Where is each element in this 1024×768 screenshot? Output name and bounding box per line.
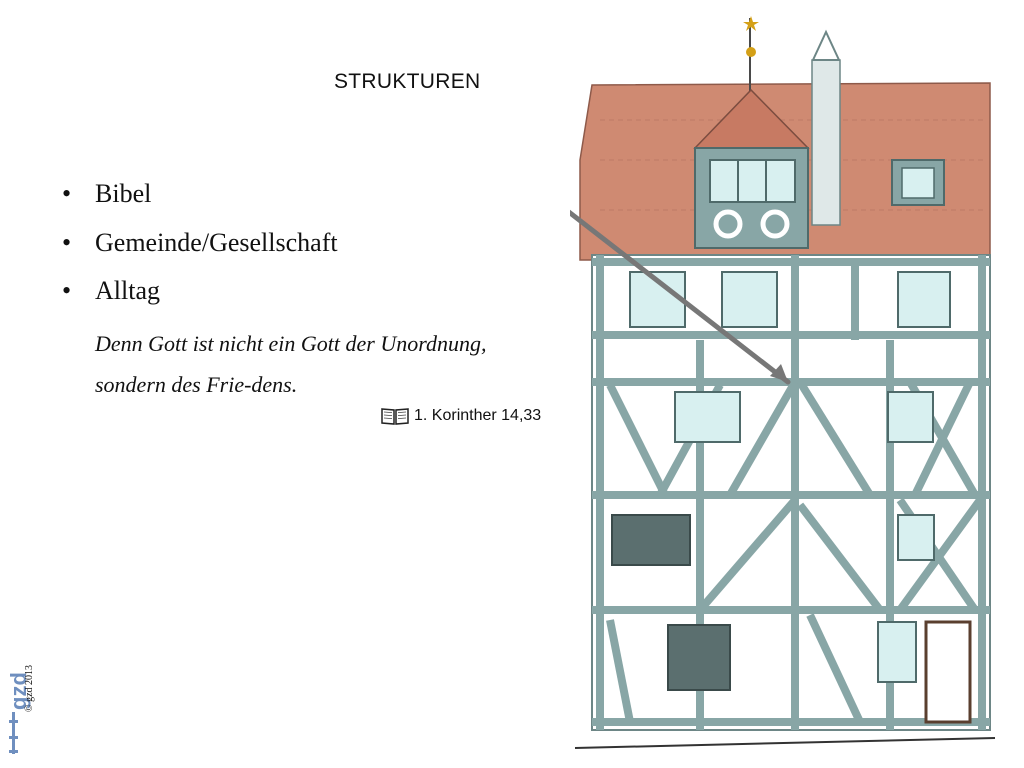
quote-line-2: sondern des Frie-dens. [95, 372, 298, 397]
bullet-list: •Bibel •Gemeinde/Gesellschaft •Alltag [62, 170, 338, 316]
bullet-label: Alltag [95, 276, 160, 305]
half-timbered-house-illustration [570, 16, 996, 749]
gzd-logo: gzd [6, 672, 31, 754]
slide-title: STRUKTUREN [334, 70, 481, 93]
bullet-item: •Gemeinde/Gesellschaft [62, 227, 338, 257]
quote-line-1: Denn Gott ist nicht ein Gott der Unordnu… [95, 331, 487, 356]
book-icon [381, 408, 409, 425]
bullet-label: Gemeinde/Gesellschaft [95, 227, 338, 257]
copyright-text: © gzd 2013 [24, 664, 35, 712]
reference-text: 1. Korinther 14,33 [414, 407, 542, 424]
bullet-label: Bibel [95, 179, 152, 208]
bible-quote: Denn Gott ist nicht ein Gott der Unordnu… [95, 323, 565, 405]
bullet-item: •Alltag [62, 276, 160, 305]
svg-text:gzd: gzd [6, 672, 31, 710]
bible-reference: 1. Korinther 14,33 [380, 406, 541, 426]
bullet-item: •Bibel [62, 179, 152, 208]
